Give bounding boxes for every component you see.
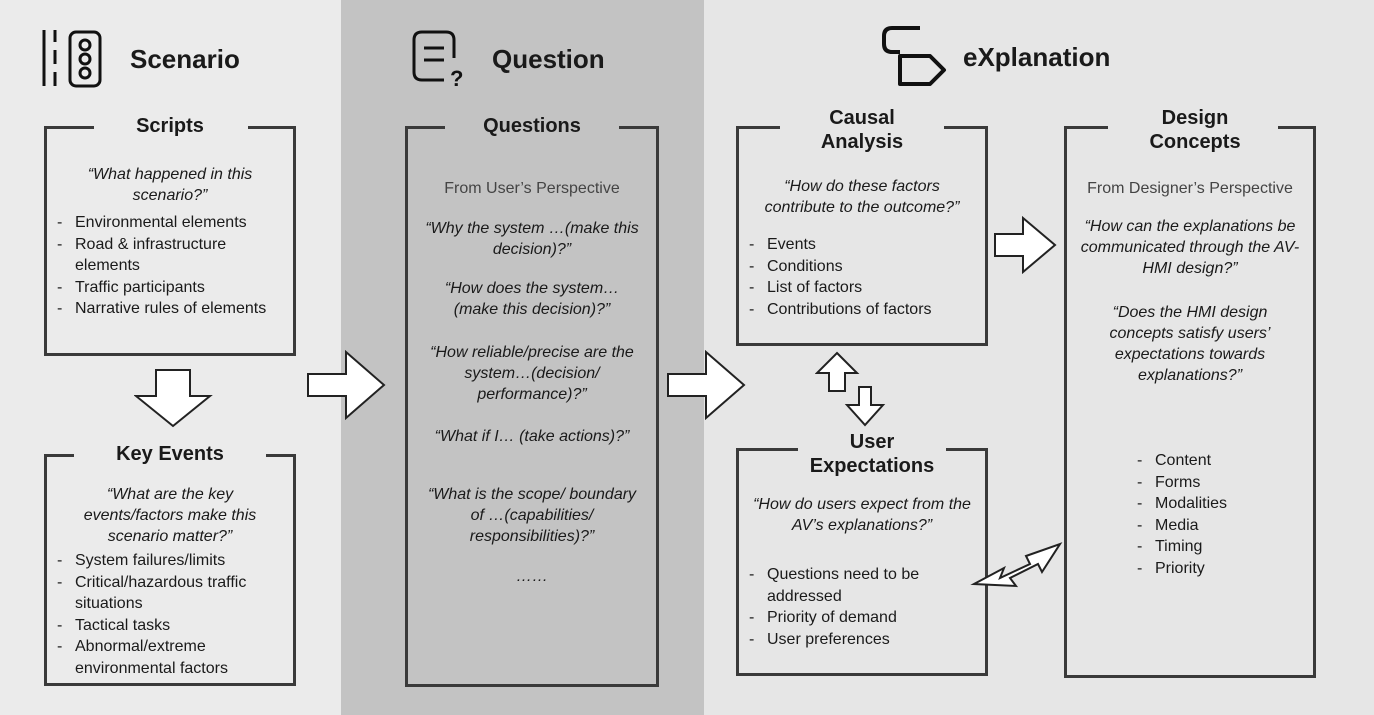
list-item: Environmental elements (53, 212, 287, 234)
list-item: Modalities (1133, 493, 1307, 515)
list-item: Priority of demand (745, 607, 979, 629)
list-item: User preferences (745, 629, 979, 651)
questions-title: Questions (483, 115, 581, 137)
key-events-box: Key Events “What are the key events/fact… (44, 443, 296, 686)
bidirectional-vertical-arrow-icon (815, 351, 886, 427)
causal-analysis-box: Causal Analysis “How do these factors co… (736, 107, 988, 346)
right-arrow-icon (994, 216, 1057, 274)
question-title: Question (492, 44, 605, 74)
key-events-title: Key Events (116, 443, 224, 465)
list-item: Traffic participants (53, 277, 287, 299)
list-item: Forms (1133, 472, 1307, 494)
list-item: Abnormal/extreme environmental factors (53, 636, 287, 679)
key-events-list: System failures/limits Critical/hazardou… (53, 550, 287, 679)
question-reliability: “How reliable/precise are the system…(de… (430, 344, 634, 403)
svg-text:?: ? (450, 66, 463, 90)
design-question-satisfy: “Does the HMI design concepts satisfy us… (1109, 304, 1271, 384)
scenario-title: Scenario (130, 44, 240, 74)
explanation-shapes-icon (882, 26, 946, 86)
right-arrow-icon (667, 350, 746, 420)
question-column (341, 0, 704, 715)
questions-box: Questions From User’s Perspective “Why t… (405, 115, 659, 687)
causal-analysis-title: Causal Analysis (820, 107, 904, 153)
question-scope: “What is the scope/ boundary of …(capabi… (427, 486, 637, 545)
causal-list: Events Conditions List of factors Contri… (745, 234, 979, 320)
user-expectations-box: User Expectations “How do users expect f… (736, 431, 988, 676)
user-expectations-list: Questions need to be addressed Priority … (745, 564, 979, 650)
designer-perspective: From Designer’s Perspective (1087, 180, 1293, 197)
bidirectional-diagonal-arrow-icon (970, 542, 1063, 588)
question-doc-icon: ? (412, 30, 463, 90)
design-concepts-title: Design Concepts (1149, 107, 1241, 153)
list-item: List of factors (745, 277, 979, 299)
causal-question: “How do these factors contribute to the … (764, 178, 960, 216)
list-item: Events (745, 234, 979, 256)
user-expectations-title: User Expectations (809, 431, 935, 477)
question-why: “Why the system …(make this decision)?” (425, 220, 639, 258)
list-item: Questions need to be addressed (745, 564, 979, 607)
list-item: Road & infrastructure elements (53, 234, 287, 277)
list-item: Media (1133, 515, 1307, 537)
list-item: Narrative rules of elements (53, 298, 287, 320)
design-concepts-box: Design Concepts From Designer’s Perspect… (1064, 107, 1316, 678)
list-item: Timing (1133, 536, 1307, 558)
traffic-light-icon (42, 30, 102, 88)
key-events-question: “What are the key events/factors make th… (83, 486, 257, 545)
list-item: System failures/limits (53, 550, 287, 572)
list-item: Tactical tasks (53, 615, 287, 637)
user-expectations-question: “How do users expect from the AV’s expla… (753, 496, 971, 534)
ellipsis: …… (516, 568, 548, 585)
down-arrow-icon (134, 369, 213, 428)
question-what-if: “What if I… (take actions)?” (434, 428, 630, 445)
design-question-communicate: “How can the explanations be communicate… (1080, 218, 1300, 277)
scripts-list: Environmental elements Road & infrastruc… (53, 212, 287, 320)
scripts-title: Scripts (136, 115, 204, 137)
user-perspective: From User’s Perspective (444, 180, 620, 197)
design-list: Content Forms Modalities Media Timing Pr… (1133, 450, 1307, 579)
list-item: Contributions of factors (745, 299, 979, 321)
right-arrow-icon (307, 350, 386, 420)
explanation-title: eXplanation (963, 42, 1111, 72)
list-item: Critical/hazardous traffic situations (53, 572, 287, 615)
scripts-box: Scripts “What happened in this scenario?… (44, 115, 296, 356)
list-item: Content (1133, 450, 1307, 472)
scripts-question: “What happened in this scenario?” (87, 166, 253, 204)
list-item: Priority (1133, 558, 1307, 580)
list-item: Conditions (745, 256, 979, 278)
question-how: “How does the system… (make this decisio… (444, 280, 620, 318)
